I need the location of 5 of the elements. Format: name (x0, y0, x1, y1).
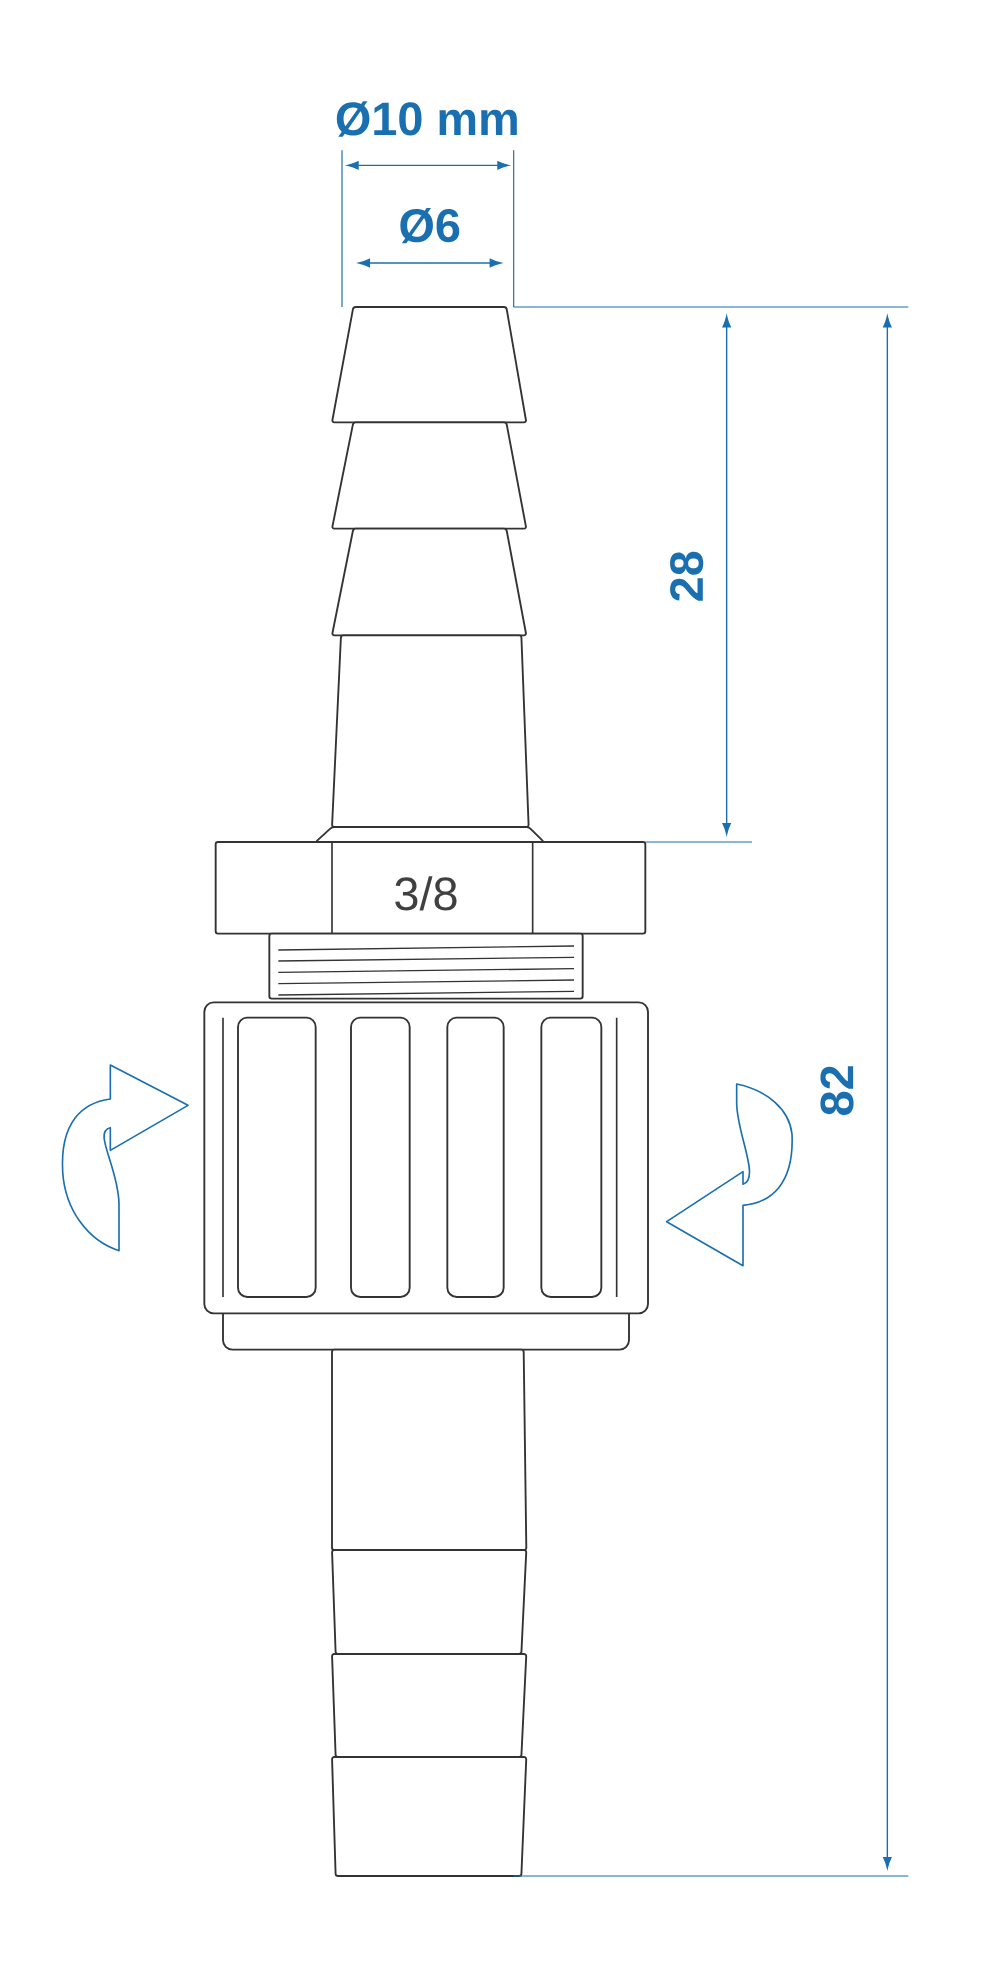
dimension-label: 28 (670, 551, 704, 601)
size-marking: 3/8 (395, 876, 457, 911)
dimension-label: Ø10 mm (336, 101, 517, 137)
dimension-label: Ø6 (400, 208, 460, 244)
dimension-label: 82 (820, 1066, 854, 1115)
